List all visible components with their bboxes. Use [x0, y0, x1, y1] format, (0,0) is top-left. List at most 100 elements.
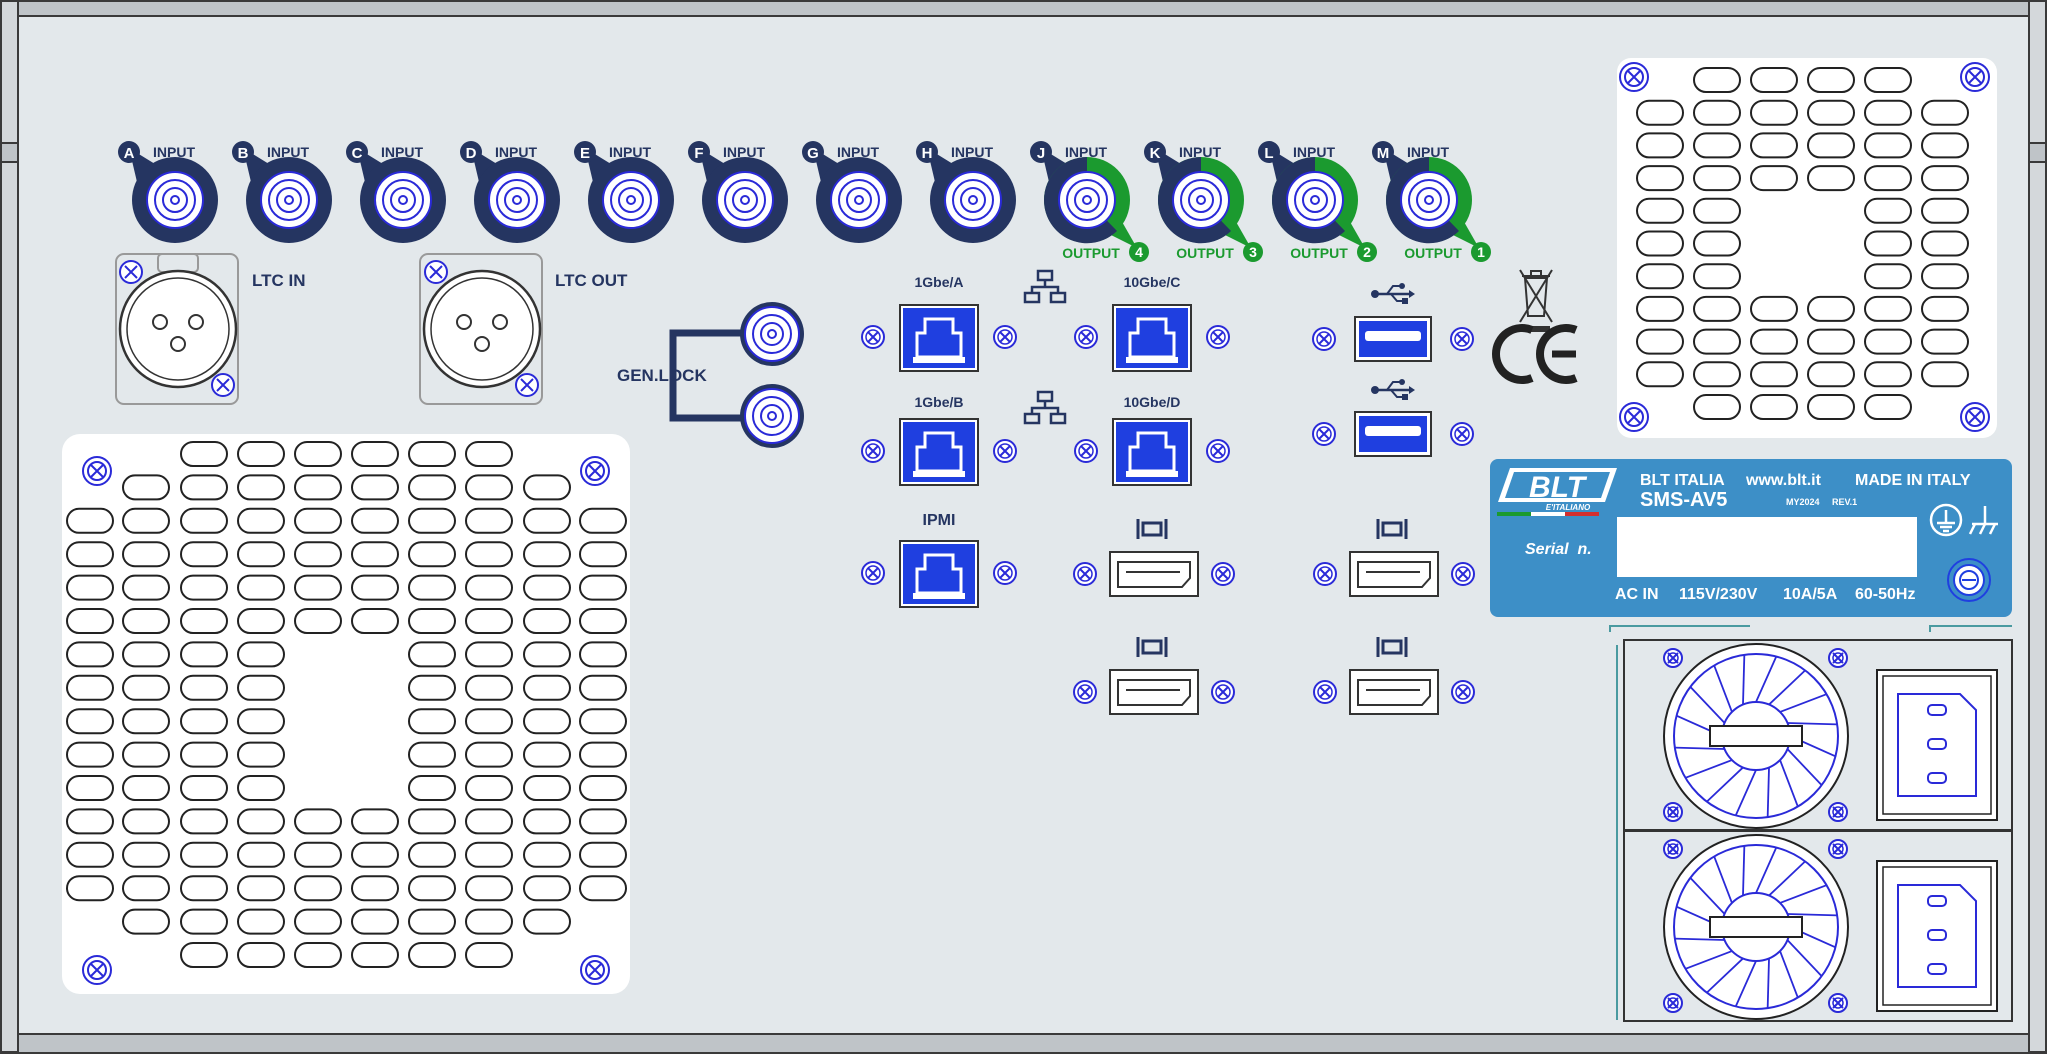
xlr-out-screw-bottom: [515, 373, 539, 397]
bnc-input-label: INPUT: [267, 144, 309, 160]
power-supply-1: [1623, 639, 2013, 831]
ground-screw[interactable]: [1947, 558, 1991, 602]
bnc-c-connector[interactable]: C INPUT: [346, 141, 446, 243]
badge-current: 10A/5A: [1783, 586, 1838, 603]
power-supply-2-screw-bl: [1663, 993, 1683, 1013]
bnc-output-number: 1: [1477, 244, 1485, 260]
xlr-ltc-out[interactable]: [419, 253, 543, 405]
ethernet-port-1gbe-b[interactable]: [899, 418, 979, 486]
badge-model-year: MY2024: [1786, 497, 1820, 507]
rack-ear-left-lower: [0, 161, 19, 1053]
vent-left-screw-tl: [82, 456, 112, 486]
displayport-4[interactable]: [1349, 669, 1439, 715]
bnc-letter: E: [580, 145, 590, 162]
usb-port-1-screw-left: [1312, 327, 1336, 351]
rack-ear-right-lower: [2028, 161, 2047, 1053]
usb-icon: [1371, 283, 1415, 304]
badge-website: www.blt.it: [1745, 472, 1822, 489]
bnc-letter: F: [694, 145, 703, 162]
vent-left-screw-br: [580, 955, 610, 985]
displayport-icon: [1136, 519, 1168, 539]
chassis-ground-icon: [1968, 506, 1998, 535]
bnc-letter: B: [238, 145, 249, 162]
vent-right-screw-bl: [1619, 402, 1649, 432]
xlr-in-screw-bottom: [211, 373, 235, 397]
ethernet-port-1gbe-a-screw-left: [861, 325, 885, 349]
network-icon: [1023, 390, 1067, 425]
label-10gbe-d: 10Gbe/D: [1124, 394, 1181, 410]
badge-ac-in: AC IN: [1615, 586, 1659, 603]
power-supply-2-screw-tr: [1828, 839, 1848, 859]
ethernet-port-10gbe-c-screw-right: [1206, 325, 1230, 349]
bnc-input-label: INPUT: [951, 144, 993, 160]
vent-left-screw-bl: [82, 955, 112, 985]
usb-port-1-screw-right: [1450, 327, 1474, 351]
ethernet-port-1gbe-a[interactable]: [899, 304, 979, 372]
usb-port-2-screw-left: [1312, 422, 1336, 446]
genlock-bnc-bottom[interactable]: [740, 384, 804, 448]
badge-model: SMS-AV5: [1640, 489, 1727, 511]
vent-left: [62, 434, 630, 994]
displayport-3[interactable]: [1349, 551, 1439, 597]
displayport-3-screw-left: [1313, 562, 1337, 586]
fan-grille: [1663, 643, 1849, 829]
label-1gbe-b: 1Gbe/B: [914, 394, 963, 410]
bnc-letter: G: [807, 145, 819, 162]
displayport-4-screw-left: [1313, 680, 1337, 704]
badge-made-in: MADE IN ITALY: [1855, 472, 1971, 489]
bnc-b-connector[interactable]: B INPUT: [232, 141, 332, 243]
bnc-input-label: INPUT: [1407, 144, 1449, 160]
ethernet-port-10gbe-c[interactable]: [1112, 304, 1192, 372]
ethernet-port-ipmi[interactable]: [899, 540, 979, 608]
genlock-bnc-top[interactable]: [740, 302, 804, 366]
power-supply-1-screw-tl: [1663, 648, 1683, 668]
displayport-1-screw-right: [1211, 562, 1235, 586]
blt-logo: BLT E'ITALIANO: [1497, 468, 1617, 516]
power-supply-2: [1623, 830, 2013, 1022]
displayport-icon: [1136, 637, 1168, 657]
ethernet-port-1gbe-b-screw-right: [993, 439, 1017, 463]
blt-logo-text: BLT: [1529, 471, 1588, 504]
ethernet-port-10gbe-d-screw-left: [1074, 439, 1098, 463]
badge-frequency: 60-50Hz: [1855, 586, 1915, 603]
bnc-letter: C: [352, 145, 363, 162]
bnc-letter: M: [1377, 145, 1390, 162]
bnc-output-number: 2: [1363, 244, 1371, 260]
bnc-output-label: OUTPUT: [1176, 245, 1234, 261]
badge-voltage: 115V/230V: [1679, 586, 1758, 603]
bnc-letter: J: [1037, 145, 1045, 162]
power-supply-2-screw-br: [1828, 993, 1848, 1013]
ltc-out-label: LTC OUT: [555, 271, 628, 290]
ethernet-port-1gbe-a-screw-right: [993, 325, 1017, 349]
bnc-letter: L: [1264, 145, 1273, 162]
power-supplies: [1609, 625, 2013, 1022]
iec-power-inlet[interactable]: [1876, 669, 1998, 821]
ethernet-port-10gbe-d[interactable]: [1112, 418, 1192, 486]
ground-icon: [1929, 503, 1963, 537]
bnc-input-label: INPUT: [1179, 144, 1221, 160]
ltc-in-label: LTC IN: [252, 271, 306, 290]
usb-port-2[interactable]: [1354, 411, 1432, 457]
displayport-2[interactable]: [1109, 669, 1199, 715]
bnc-g-connector[interactable]: G INPUT: [802, 141, 902, 243]
bnc-input-label: INPUT: [837, 144, 879, 160]
power-supply-1-screw-br: [1828, 802, 1848, 822]
xlr-ltc-in[interactable]: [115, 253, 239, 405]
displayport-1[interactable]: [1109, 551, 1199, 597]
iec-power-inlet[interactable]: [1876, 860, 1998, 1012]
usb-port-1[interactable]: [1354, 316, 1432, 362]
xlr-out-screw-top: [424, 260, 448, 284]
bnc-input-label: INPUT: [381, 144, 423, 160]
displayport-4-screw-right: [1451, 680, 1475, 704]
vent-right: [1617, 58, 1997, 438]
